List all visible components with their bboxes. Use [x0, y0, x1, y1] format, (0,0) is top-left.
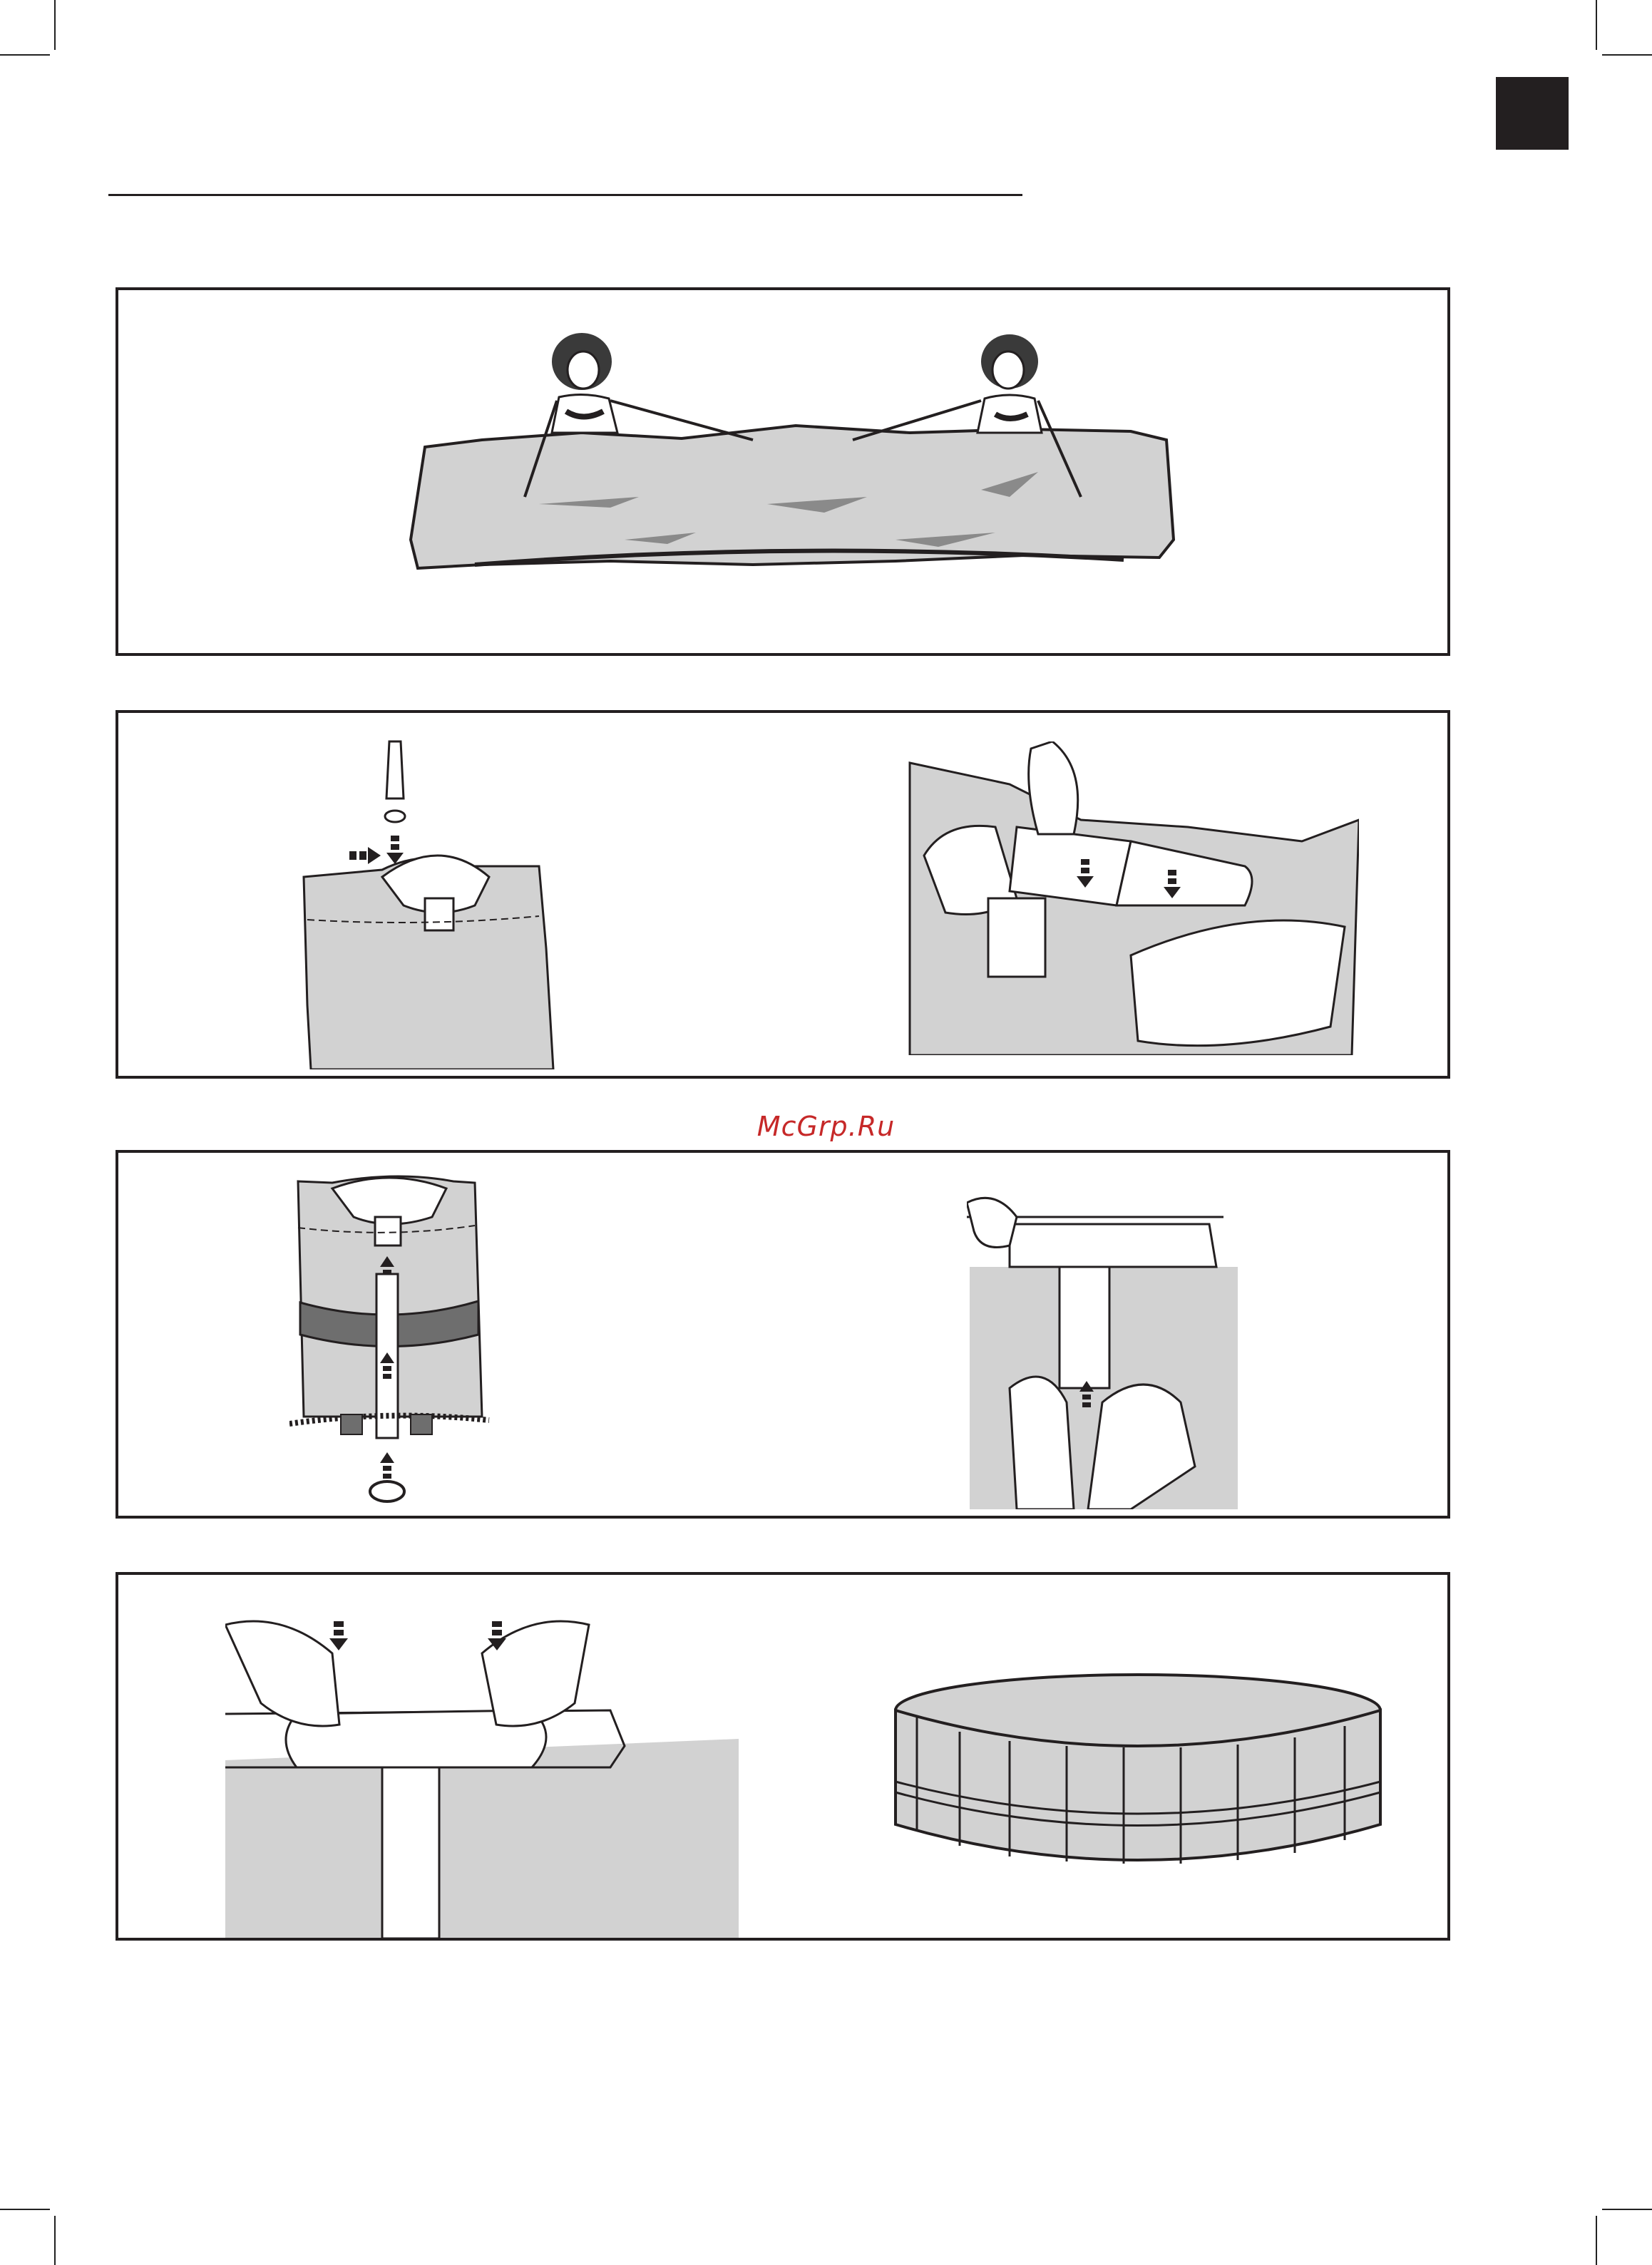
panel-finish-frame: [116, 1572, 1450, 1941]
crop-mark-bottom-right-v: [1596, 2216, 1597, 2265]
watermark: McGrp.Ru: [0, 1111, 1652, 1142]
language-tab: [1496, 77, 1569, 150]
assembled-pool-illustration: [874, 1668, 1402, 1910]
header-rule: [108, 194, 1022, 196]
crop-mark-top-right-v: [1596, 0, 1597, 50]
press-clips-down-illustration: [225, 1596, 739, 1938]
crop-mark-bottom-right-h: [1602, 2209, 1652, 2210]
leg-into-belt-and-base-illustration: [289, 1174, 503, 1516]
two-women-spreading-liner-illustration: [396, 326, 1223, 611]
panel-insert-legs: [116, 1150, 1450, 1519]
crop-mark-top-right-h: [1602, 54, 1652, 56]
crop-mark-bottom-left-h: [0, 2209, 50, 2210]
crop-mark-top-left-h: [0, 54, 50, 56]
panel-spread-liner: [116, 287, 1450, 656]
crop-mark-bottom-left-v: [54, 2216, 56, 2265]
insert-pin-into-joint-illustration: [297, 734, 596, 1069]
crop-mark-top-left-v: [54, 0, 56, 50]
attach-t-joint-to-beam-illustration: [903, 741, 1359, 1055]
push-leg-into-t-joint-illustration: [967, 1174, 1252, 1509]
panel-connect-joints: [116, 710, 1450, 1079]
